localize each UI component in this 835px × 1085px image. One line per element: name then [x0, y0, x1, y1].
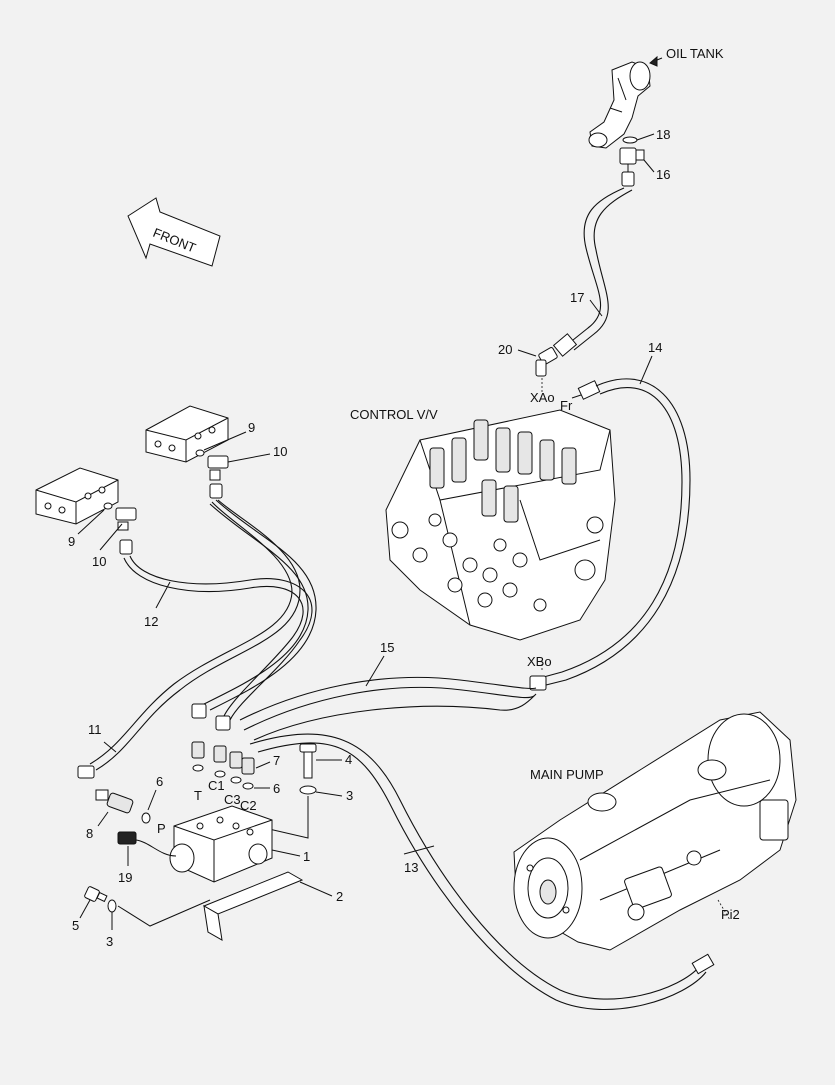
leader-17: [589, 299, 603, 317]
leader-7: [255, 761, 271, 769]
adapter-fittings-7: [191, 741, 255, 790]
callout-19: 19: [118, 870, 132, 885]
leader-12: [155, 581, 171, 609]
callout-13: 13: [404, 860, 418, 875]
callout-17: 17: [570, 290, 584, 305]
control-valve-label: CONTROL V/V: [350, 407, 438, 422]
port-p-label: P: [157, 821, 166, 836]
callout-7: 7: [273, 753, 280, 768]
leader-9-upper: [203, 431, 247, 451]
callout-16: 16: [656, 167, 670, 182]
bolt-4: [299, 743, 317, 779]
leader-16: [643, 159, 655, 173]
solenoid-valve-block-1: [169, 805, 273, 883]
oil-tank-label: OIL TANK: [666, 46, 724, 61]
control-valve: [385, 409, 616, 641]
callout-11: 11: [88, 722, 102, 737]
callout-14: 14: [648, 340, 662, 355]
pilot-block-9-upper: [145, 405, 229, 463]
elbow-fitting-16: [619, 147, 645, 187]
bolt-5: [84, 886, 108, 903]
bolt-dash-line: [255, 796, 309, 839]
o-ring-6-left: [141, 812, 151, 824]
bracket-bolt-line: [117, 899, 211, 927]
oil-tank-arrow-head: [649, 55, 658, 67]
callout-4: 4: [345, 752, 352, 767]
leader-14: [639, 355, 653, 385]
hose-13: [249, 733, 715, 1011]
port-xao-label: XAo: [530, 390, 555, 405]
washer-3-left: [107, 899, 117, 913]
callout-10-upper: 10: [273, 444, 287, 459]
main-pump: [513, 711, 797, 951]
fitting-10-lower: [115, 507, 137, 531]
main-pump-label: MAIN PUMP: [530, 767, 604, 782]
hose-14: [529, 378, 691, 691]
callout-3-left: 3: [106, 934, 113, 949]
callout-12: 12: [144, 614, 158, 629]
port-c1-label: C1: [208, 778, 225, 793]
callout-1: 1: [303, 849, 310, 864]
port-c3-label: C3: [224, 792, 241, 807]
callout-20: 20: [498, 342, 512, 357]
hose-17: [552, 187, 633, 357]
port-c2-label: C2: [240, 798, 257, 813]
leader-5: [79, 899, 91, 919]
o-ring-lower: [103, 502, 113, 510]
leader-6-left: [147, 789, 157, 811]
callout-10-lower: 10: [92, 554, 106, 569]
callout-15: 15: [380, 640, 394, 655]
o-ring-upper: [195, 449, 205, 457]
leader-10-lower: [99, 523, 123, 551]
washer-3-right: [299, 785, 317, 795]
elbow-fitting-20: [535, 347, 558, 377]
hose-15: [239, 676, 537, 741]
leader-20: [517, 349, 537, 357]
callout-3-right: 3: [346, 788, 353, 803]
oil-tank-pipe: [588, 61, 651, 149]
leader-1: [271, 849, 301, 857]
leader-15: [365, 655, 385, 687]
leader-10-upper: [227, 453, 271, 463]
callout-6-left: 6: [156, 774, 163, 789]
port-fr-label: Fr: [560, 398, 573, 413]
bracket-2: [202, 871, 304, 941]
callout-8: 8: [86, 826, 93, 841]
callout-18: 18: [656, 127, 670, 142]
leader-11: [103, 741, 117, 753]
fitting-10-upper: [207, 455, 229, 481]
leader-3-right: [315, 791, 343, 797]
callout-5: 5: [72, 918, 79, 933]
leader-8: [97, 811, 109, 827]
port-t-label: T: [194, 788, 202, 803]
leader-18: [636, 133, 655, 141]
callout-6-right: 6: [273, 781, 280, 796]
port-pi2-label: Pi2: [721, 907, 740, 922]
leader-9-lower: [77, 509, 105, 535]
front-direction-arrow: FRONT: [127, 197, 221, 267]
callout-2: 2: [336, 889, 343, 904]
o-ring-18: [622, 136, 638, 144]
callout-9-upper: 9: [248, 420, 255, 435]
pilot-block-9-lower: [35, 467, 119, 525]
callout-9-lower: 9: [68, 534, 75, 549]
hose-11: [77, 483, 317, 779]
connector-fitting-8: [95, 789, 134, 814]
electrical-connector-19: [117, 831, 177, 857]
leader-2: [299, 881, 333, 897]
leader-13: [403, 845, 435, 855]
port-xbo-label: XBo: [527, 654, 552, 669]
